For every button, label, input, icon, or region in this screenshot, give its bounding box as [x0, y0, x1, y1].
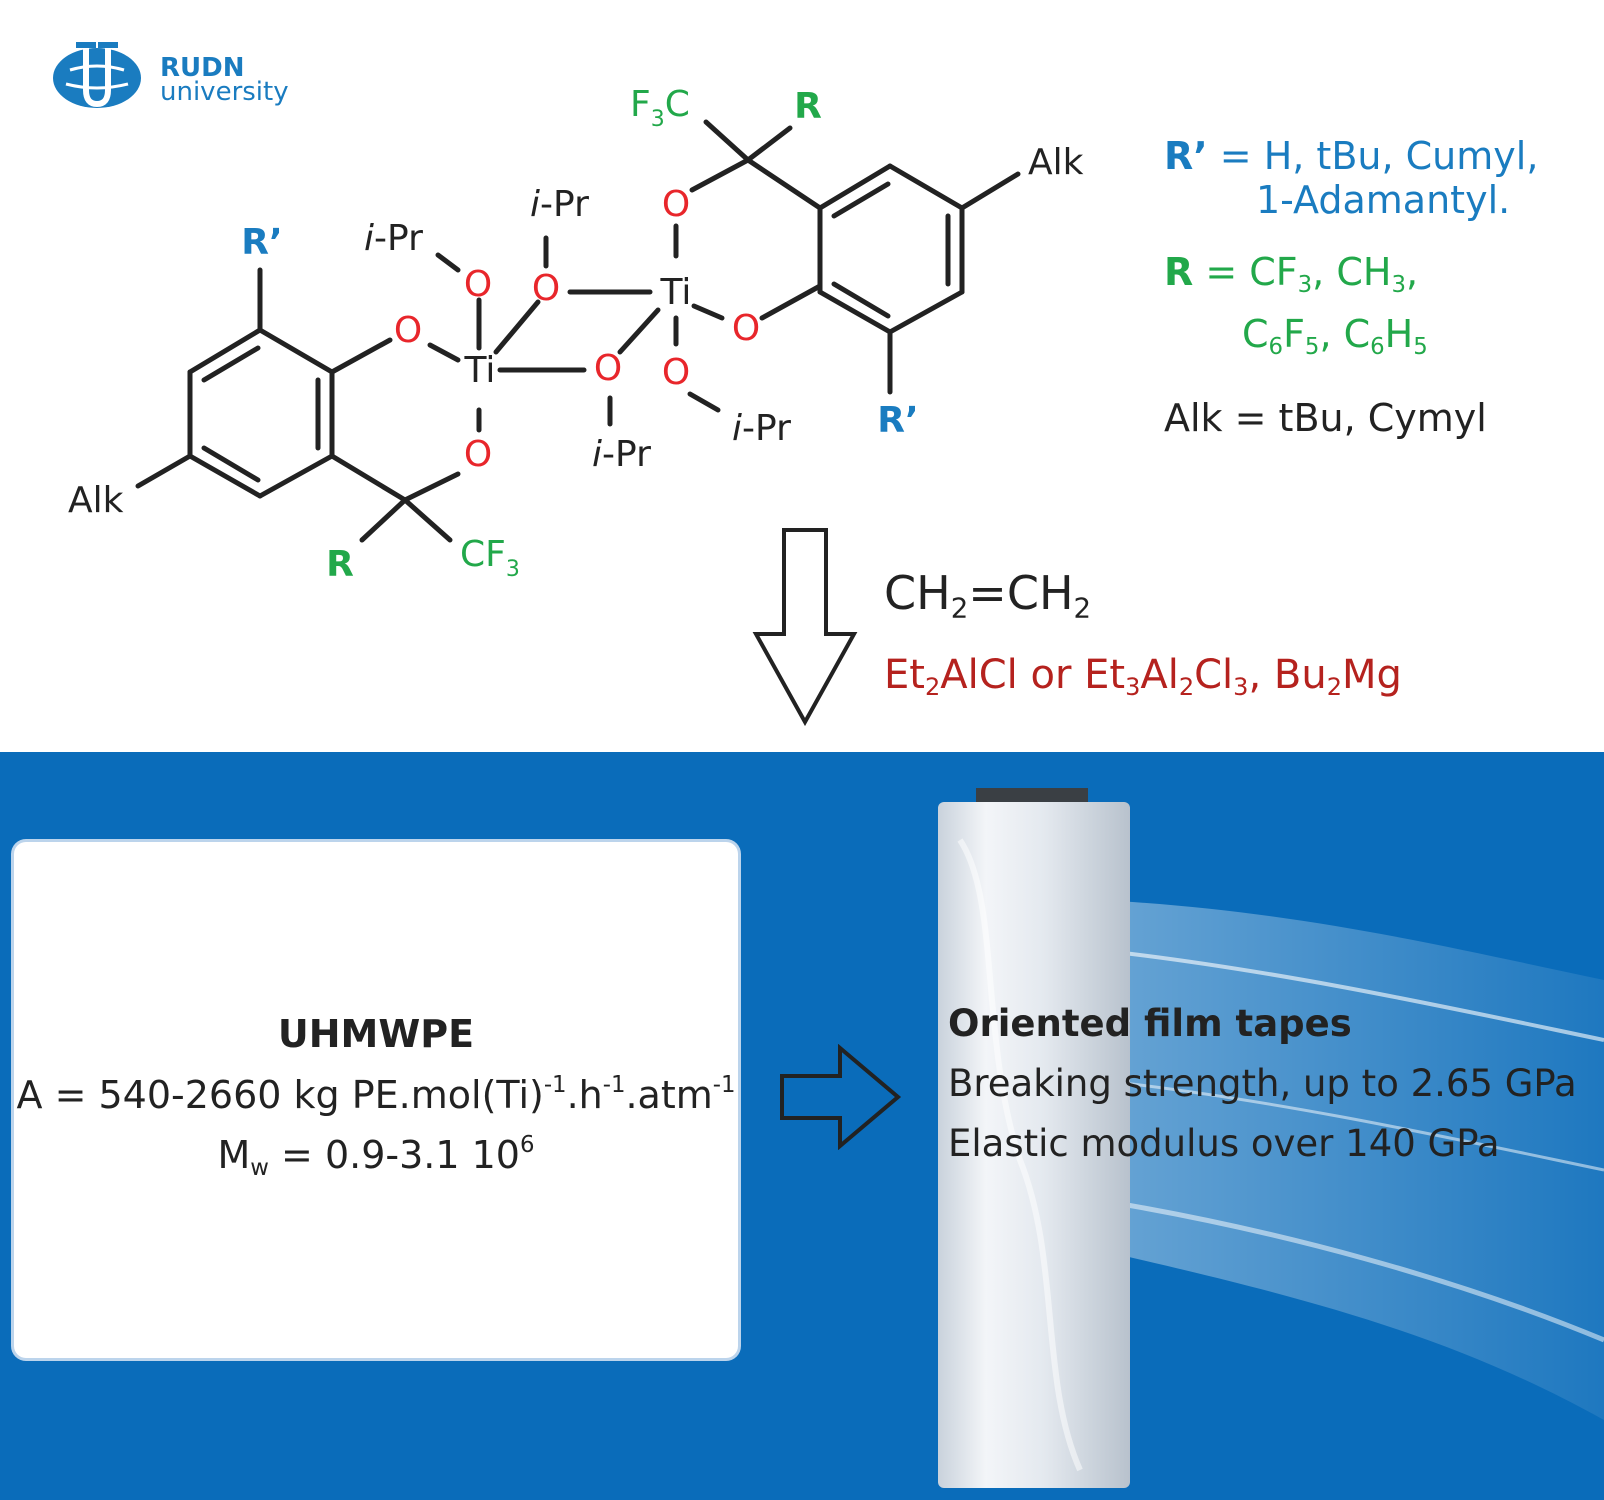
titanium-atoms: Ti Ti [464, 272, 692, 391]
isopropyl-label: i-Pr [364, 218, 423, 259]
trifluoromethyl-labels: CF3 F3C [460, 84, 690, 582]
oxygen-atom: O [394, 310, 422, 351]
cf3-label: CF3 [460, 534, 520, 582]
oxygen-atom: O [662, 352, 690, 393]
oxygen-atom: O [732, 308, 760, 349]
down-arrow-icon [752, 528, 858, 726]
cocatalyst-label: Et2AlCl or Et3Al2Cl3, Bu2Mg [884, 652, 1402, 702]
logo-line1: RUDN [160, 53, 244, 83]
logo-line2: university [160, 77, 289, 107]
activity-line: A = 540-2660 kg PE.mol(Ti)-1.h-1.atm-1 [16, 1072, 736, 1117]
oxygen-atom: O [464, 264, 492, 305]
film-roll-illustration [938, 788, 1604, 1488]
oxygen-atom: O [464, 434, 492, 475]
legend-rprime-continued: 1-Adamantyl. [1256, 178, 1511, 222]
isopropyl-label: i-Pr [732, 408, 791, 449]
product-title: UHMWPE [277, 1012, 475, 1056]
bonds [135, 119, 1021, 543]
alk-label: Alk [68, 480, 124, 521]
molecular-weight-line: Mw = 0.9-3.1 106 [217, 1132, 535, 1181]
legend-r-continued: C6F5, C6H5 [1242, 312, 1428, 360]
r-prime-labels: R’ R’ [241, 222, 918, 441]
titanium-complex-structure: O O O O O O O O Ti Ti i-Pr i-Pr i-Pr i-P… [68, 84, 1084, 585]
r-prime-label: R’ [877, 400, 918, 441]
titanium-atom: Ti [464, 350, 496, 391]
legend-r: R = CF3, CH3, [1164, 250, 1419, 298]
titanium-atom: Ti [660, 272, 692, 313]
film-elastic-modulus: Elastic modulus over 140 GPa [948, 1122, 1500, 1165]
oxygen-atom: O [532, 268, 560, 309]
film-sheet [1098, 900, 1604, 1420]
f3c-label: F3C [630, 84, 690, 132]
oxygen-atoms: O O O O O O O O [394, 184, 760, 475]
uhmwpe-info-box: UHMWPE A = 540-2660 kg PE.mol(Ti)-1.h-1.… [14, 842, 738, 1358]
film-roll [938, 802, 1130, 1488]
rudn-logo: RUDN university [52, 40, 312, 120]
alk-label: Alk [1028, 142, 1084, 183]
alk-labels: Alk Alk [68, 142, 1084, 521]
legend-rprime: R’ = H, tBu, Cumyl, [1164, 134, 1539, 178]
monomer-label: CH2=CH2 [884, 566, 1092, 625]
r-labels: R R [326, 86, 822, 585]
film-title: Oriented film tapes [948, 1002, 1352, 1045]
oxygen-atom: O [594, 348, 622, 389]
rudn-emblem-icon: RUDN university [53, 42, 289, 108]
r-prime-label: R’ [241, 222, 282, 263]
isopropyl-label: i-Pr [592, 434, 651, 475]
r-label: R [326, 544, 354, 585]
right-arrow-icon [780, 1044, 902, 1150]
isopropyl-label: i-Pr [530, 184, 589, 225]
film-breaking-strength: Breaking strength, up to 2.65 GPa [948, 1062, 1577, 1105]
isopropyl-labels: i-Pr i-Pr i-Pr i-Pr [364, 184, 791, 475]
oxygen-atom: O [662, 184, 690, 225]
legend-alk: Alk = tBu, Cymyl [1164, 396, 1487, 440]
r-label: R [794, 86, 822, 127]
